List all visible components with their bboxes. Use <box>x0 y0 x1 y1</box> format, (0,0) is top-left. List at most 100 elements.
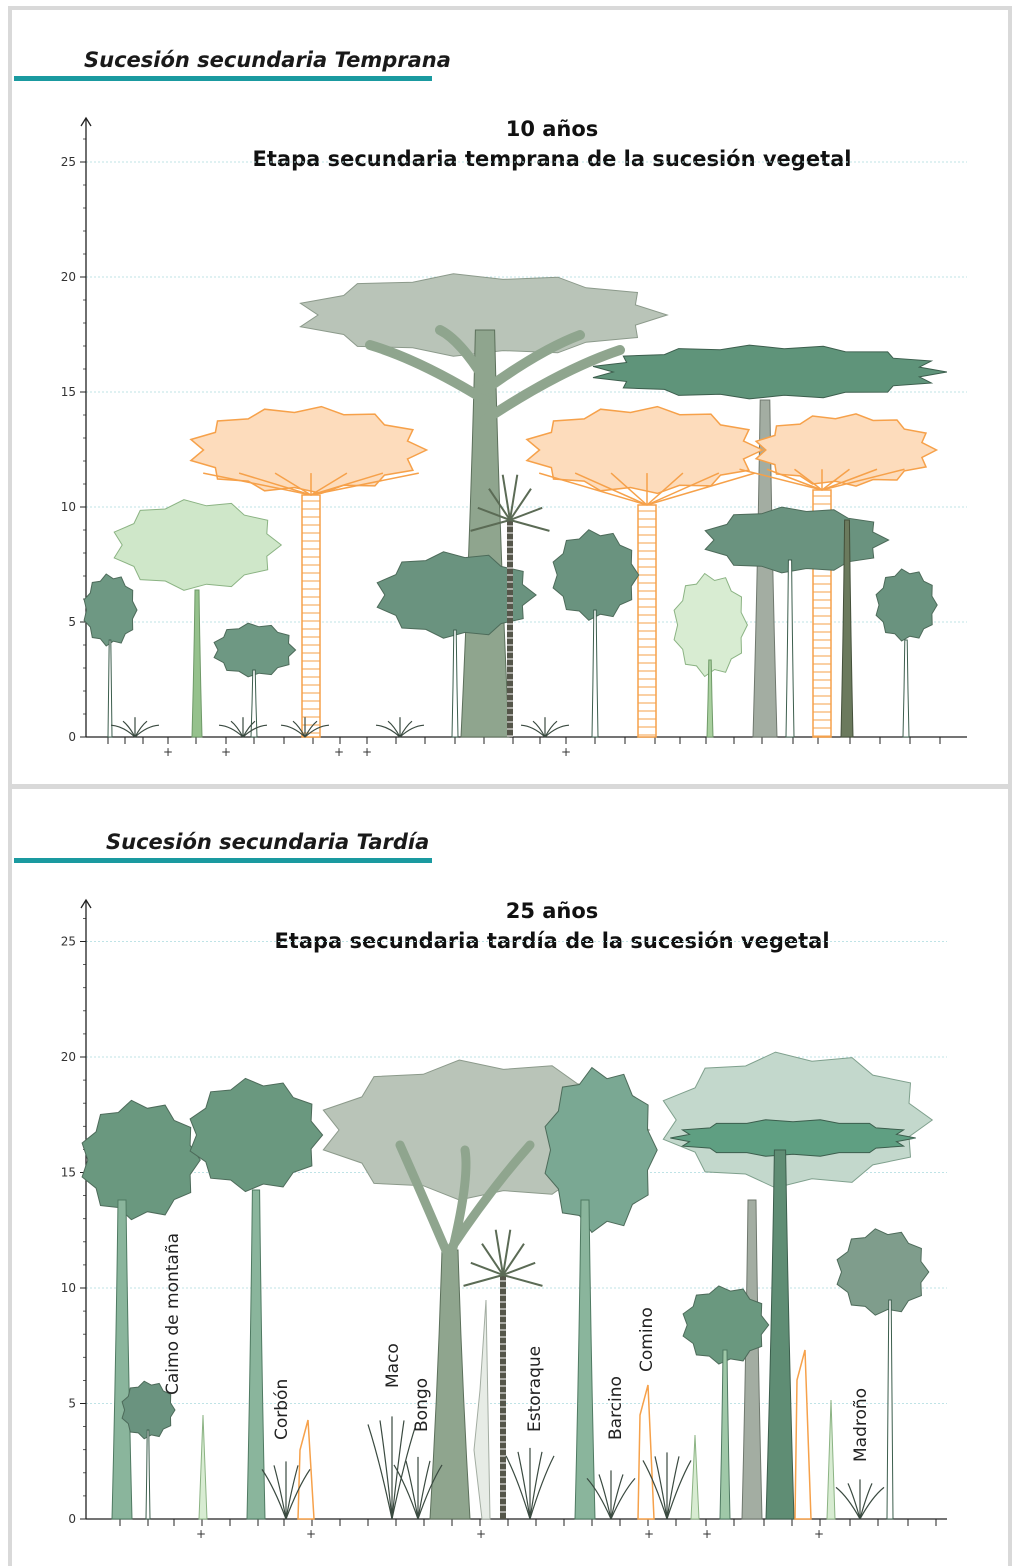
tree-branch <box>274 472 312 496</box>
tree-trunk <box>765 1149 795 1520</box>
tree-trunk <box>145 1429 151 1520</box>
pioneer-stem <box>794 1349 812 1520</box>
seedling-stem <box>405 1460 419 1520</box>
tree-crown <box>376 551 537 639</box>
seedling-stem <box>417 1464 443 1520</box>
chart-title-line2: Etapa secundaria temprana de la sucesión… <box>252 147 852 171</box>
seedling-stem <box>859 1483 873 1520</box>
section-header-tardia: Sucesión secundaria Tardía <box>14 828 432 863</box>
tree-branch <box>395 1140 455 1265</box>
section-header-temprana: Sucesión secundaria Temprana <box>14 46 451 81</box>
tree-branch <box>766 468 823 491</box>
tree-crown <box>525 405 765 495</box>
panel-divider <box>8 784 1012 789</box>
tree-crown <box>836 1228 930 1316</box>
seedling-stem <box>110 724 136 738</box>
palm-frond <box>488 488 511 521</box>
x-plus-mark: + <box>702 1527 712 1541</box>
tree-crown <box>673 572 748 678</box>
vegetation-temprana <box>83 273 947 738</box>
tree-crown <box>544 1066 658 1234</box>
tree-branch <box>203 472 312 496</box>
sapling <box>690 1434 700 1520</box>
seedling-stem <box>610 1478 636 1520</box>
x-plus-mark: + <box>306 1527 316 1541</box>
tree-crown <box>213 622 297 678</box>
tree-branch <box>365 340 490 405</box>
seedling-stem <box>242 724 268 738</box>
seedling-stem <box>598 1474 612 1520</box>
y-tick-label: 20 <box>61 1050 76 1064</box>
y-axis-arrow <box>80 116 92 127</box>
y-tick-label: 25 <box>61 935 76 949</box>
species-label: Barcino <box>606 1376 626 1440</box>
tree-crown <box>662 1051 934 1189</box>
palm-frond <box>509 506 543 521</box>
tree-trunk <box>191 589 203 738</box>
seedling-stem <box>304 720 318 738</box>
seedling-stem <box>666 1456 680 1520</box>
tree-trunk <box>719 1349 731 1520</box>
tree-branch <box>794 468 823 491</box>
seedling-stem <box>586 1478 612 1520</box>
y-tick-label: 15 <box>61 385 76 399</box>
tree-branch <box>435 325 490 385</box>
seedling-stem <box>367 1424 393 1520</box>
tree-trunk <box>429 1249 471 1520</box>
tree-crown <box>189 405 429 495</box>
tree-branch <box>821 468 905 491</box>
section-title: Sucesión secundaria Tardía <box>106 830 430 854</box>
palm-frond <box>502 1229 512 1276</box>
palm-frond <box>509 474 519 521</box>
seedling-stem <box>379 1420 393 1520</box>
y-tick-label: 10 <box>61 1281 76 1295</box>
tree-branch <box>310 472 384 496</box>
tree-branch <box>480 330 585 395</box>
chart-title-line1: 25 años <box>505 899 599 923</box>
seedling-stem <box>122 720 136 738</box>
tree-trunk <box>706 659 714 738</box>
palm-frond <box>494 1229 504 1276</box>
y-tick-label: 25 <box>61 155 76 169</box>
palm-frond <box>470 1261 504 1276</box>
species-label: Madroño <box>851 1388 871 1462</box>
seedling-stem <box>517 1451 531 1520</box>
tree-crown <box>875 568 938 642</box>
seedling-stem <box>375 724 401 738</box>
seedling-stem <box>399 720 413 738</box>
seedling-stem <box>391 1424 417 1520</box>
seedling-stem <box>417 1460 431 1520</box>
tree-branch <box>739 468 823 491</box>
x-plus-mark: + <box>163 745 173 759</box>
sapling <box>826 1399 836 1520</box>
tree-branch <box>310 472 419 496</box>
seedling-stem <box>529 1451 543 1520</box>
seedling-stem <box>387 720 401 738</box>
tree-branch <box>310 472 348 496</box>
tree-branch <box>821 468 878 491</box>
species-label: Maco <box>383 1343 403 1388</box>
seedling-stem <box>292 720 306 738</box>
tree-trunk <box>902 639 910 738</box>
y-tick-label: 0 <box>68 730 76 744</box>
palm-frond <box>502 1274 543 1287</box>
tree-trunk <box>637 504 657 738</box>
palm-frond <box>481 1243 504 1276</box>
y-tick-label: 5 <box>68 615 76 629</box>
tree-branch <box>538 472 648 506</box>
species-label: Bongo <box>412 1378 432 1432</box>
tree-branch <box>445 1145 471 1265</box>
tree-trunk <box>107 639 113 738</box>
seedling-stem <box>134 720 148 738</box>
tree-trunk <box>250 669 258 738</box>
tree-crown <box>682 1285 770 1365</box>
tree-branch <box>646 472 684 506</box>
palm-frond <box>502 1261 536 1276</box>
chart-title-line1: 10 años <box>505 117 599 141</box>
seedling-stem <box>532 720 546 738</box>
seedling-stem <box>230 720 244 738</box>
x-plus-mark: + <box>476 1527 486 1541</box>
seedling-stem <box>610 1474 624 1520</box>
tree-crown <box>113 499 283 591</box>
seedling-stem <box>544 724 570 738</box>
